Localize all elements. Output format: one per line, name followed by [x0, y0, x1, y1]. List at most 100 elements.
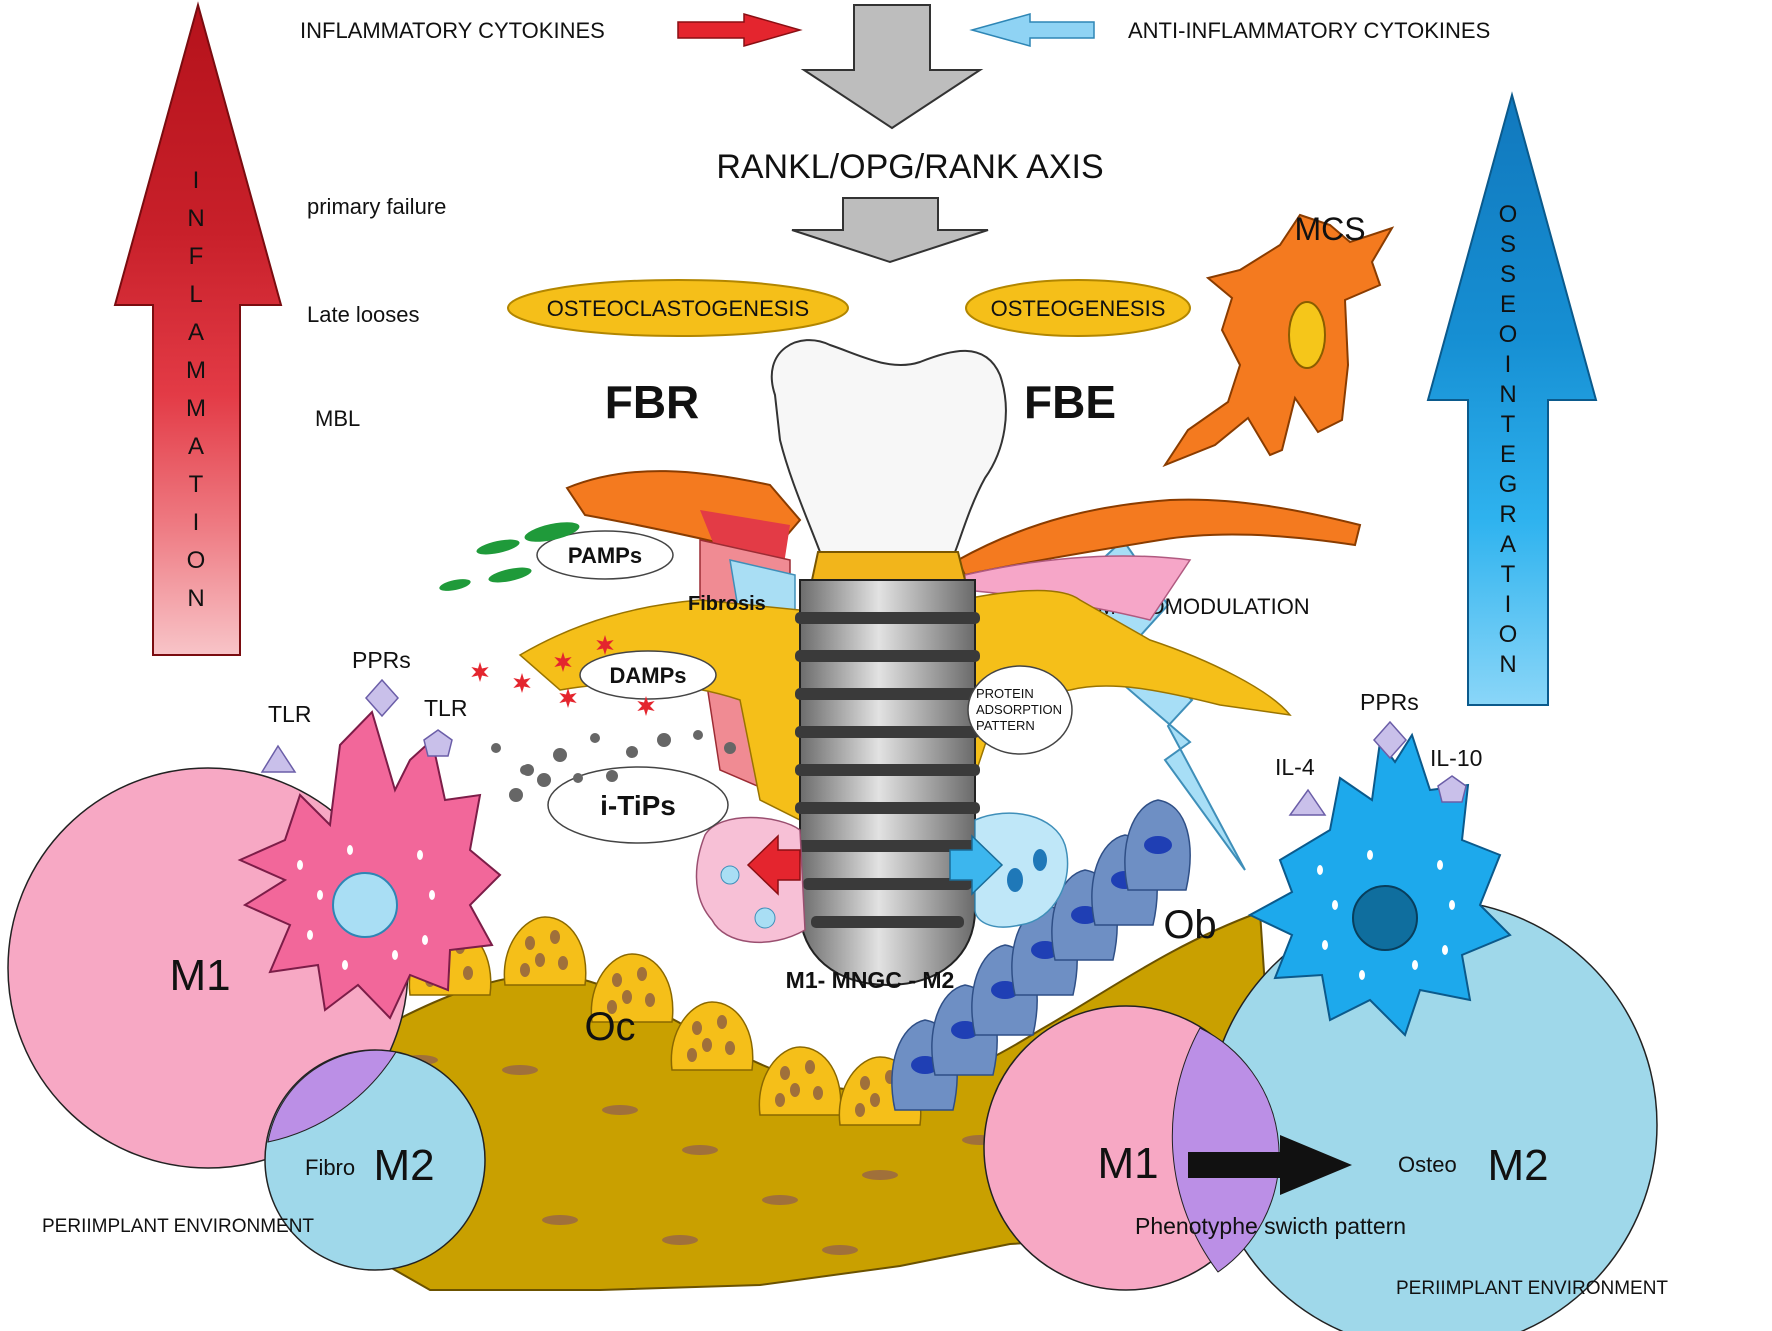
damp-star — [554, 652, 572, 672]
trabecular-bone-right — [959, 589, 1292, 821]
gray-down-arrow-top — [800, 4, 984, 130]
osteoclast-vacuole — [855, 1103, 865, 1117]
periimplant-env-right: PERIIMPLANT ENVIRONMENT — [1396, 1278, 1668, 1299]
osteoclast-vacuole — [535, 953, 545, 967]
osteoclast-vacuole — [637, 967, 647, 981]
mesenchymal-stem-cell — [1162, 213, 1395, 468]
red-small-arrow — [677, 13, 803, 47]
gingiva-right — [956, 498, 1362, 621]
m1-nucleus — [332, 872, 398, 938]
itips-oval — [547, 766, 729, 844]
phenotype-switch-arrow — [1188, 1135, 1352, 1195]
implant-thread — [795, 726, 980, 738]
osteo-label: Osteo — [1398, 1152, 1457, 1177]
cyto-dot — [347, 845, 353, 855]
ti-particle — [573, 773, 583, 783]
overlap-right — [1171, 1027, 1280, 1273]
osseointegration-arrow — [1426, 91, 1598, 706]
osteoclast-vacuole — [550, 930, 560, 944]
osteogenesis-oval — [965, 279, 1191, 337]
osseointegration-letter: R — [1499, 501, 1516, 528]
m2-nucleus — [1352, 885, 1418, 951]
cytoplasm-dots — [297, 845, 1455, 980]
damps-group: DAMPs — [579, 650, 717, 700]
pamps-group: PAMPs — [536, 530, 674, 580]
itips-label: i-TiPs — [600, 790, 676, 821]
il10-receptor — [1437, 775, 1467, 803]
titanium-particles — [491, 730, 736, 802]
bone-lacuna — [502, 1065, 538, 1075]
ti-particle — [537, 773, 551, 787]
osseointegration-letter: E — [1500, 291, 1516, 318]
osteoclast-vacuole — [775, 1093, 785, 1107]
ti-particle — [626, 746, 638, 758]
m2-macrophage — [1247, 732, 1512, 1037]
bone-lacuna — [682, 1145, 718, 1155]
ti-particle — [657, 733, 671, 747]
cyto-dot — [1442, 945, 1448, 955]
osteoclast-vacuole — [813, 1086, 823, 1100]
cyto-dot — [1359, 970, 1365, 980]
ti-particle — [693, 730, 703, 740]
inflammatory-cytokines-label: INFLAMMATORY CYTOKINES — [300, 18, 605, 43]
cyto-dot — [297, 860, 303, 870]
ti-particle — [606, 770, 618, 782]
osteoclast-vacuole — [870, 1093, 880, 1107]
cyto-dot — [392, 950, 398, 960]
m1-left-label: M1 — [169, 951, 230, 1000]
red-block-arrow — [746, 834, 801, 896]
osteoblast-nucleus — [1144, 836, 1172, 854]
implant-thread — [795, 764, 980, 776]
implant-thread — [795, 650, 980, 662]
m1-macrophage — [237, 710, 502, 1020]
cyto-dot — [417, 850, 423, 860]
bacteria-group — [439, 522, 580, 591]
pprs-left-receptor — [364, 678, 400, 718]
osteoclast-vacuole — [525, 936, 535, 950]
cyto-dot — [422, 935, 428, 945]
protein-adsorption-line-3: PATTERN — [976, 718, 1035, 733]
bone-lacuna — [542, 1215, 578, 1225]
crown — [770, 339, 1007, 553]
pprs-right-label: PPRs — [1360, 689, 1419, 715]
failure-primary: primary failure — [307, 194, 446, 219]
mngc-right — [974, 812, 1069, 928]
inflammation-letter: I — [193, 509, 200, 536]
cyto-dot — [1317, 865, 1323, 875]
failure-late-looses: Late looses — [307, 302, 420, 327]
osteoblast — [1124, 799, 1191, 891]
inflammation-letter: N — [187, 205, 204, 232]
fbr-label: FBR — [605, 376, 700, 428]
osseointegration-letter: A — [1500, 531, 1516, 558]
bacterium — [439, 579, 471, 591]
osteogenesis-label: OSTEOGENESIS — [991, 296, 1166, 321]
inflammation-arrow — [113, 1, 283, 656]
tlr-mid-receptor — [423, 729, 453, 757]
pprs-right-receptor — [1372, 720, 1408, 760]
osteoclast-vacuole — [717, 1015, 727, 1029]
osseointegration-letter: T — [1501, 561, 1516, 588]
bone-lacuna — [862, 1170, 898, 1180]
inflammation-letter: L — [189, 281, 202, 308]
blue-small-arrow — [969, 13, 1095, 47]
osseointegration-letter: T — [1501, 411, 1516, 438]
osteoclast-vacuole — [780, 1066, 790, 1080]
il4-receptor — [1288, 788, 1327, 816]
inflammation-letter: F — [189, 243, 204, 270]
osteoclast — [503, 916, 587, 986]
osseointegration-letter: E — [1500, 441, 1516, 468]
bacterium — [488, 567, 532, 583]
overlap-left — [267, 1049, 397, 1143]
inflammation-letter: M — [186, 395, 206, 422]
inflammation-letter: N — [187, 585, 204, 612]
damp-star — [471, 662, 489, 682]
osteoclast-vacuole — [790, 1083, 800, 1097]
tlr-left-label: TLR — [268, 701, 311, 727]
cyto-dot — [307, 930, 313, 940]
osteoclast — [590, 953, 674, 1023]
protein-adsorption-line-2: ADSORPTION — [976, 702, 1062, 717]
implant-thread — [795, 688, 980, 700]
osteoblast-nucleus — [951, 1021, 979, 1039]
oc-label: Oc — [584, 1005, 635, 1049]
